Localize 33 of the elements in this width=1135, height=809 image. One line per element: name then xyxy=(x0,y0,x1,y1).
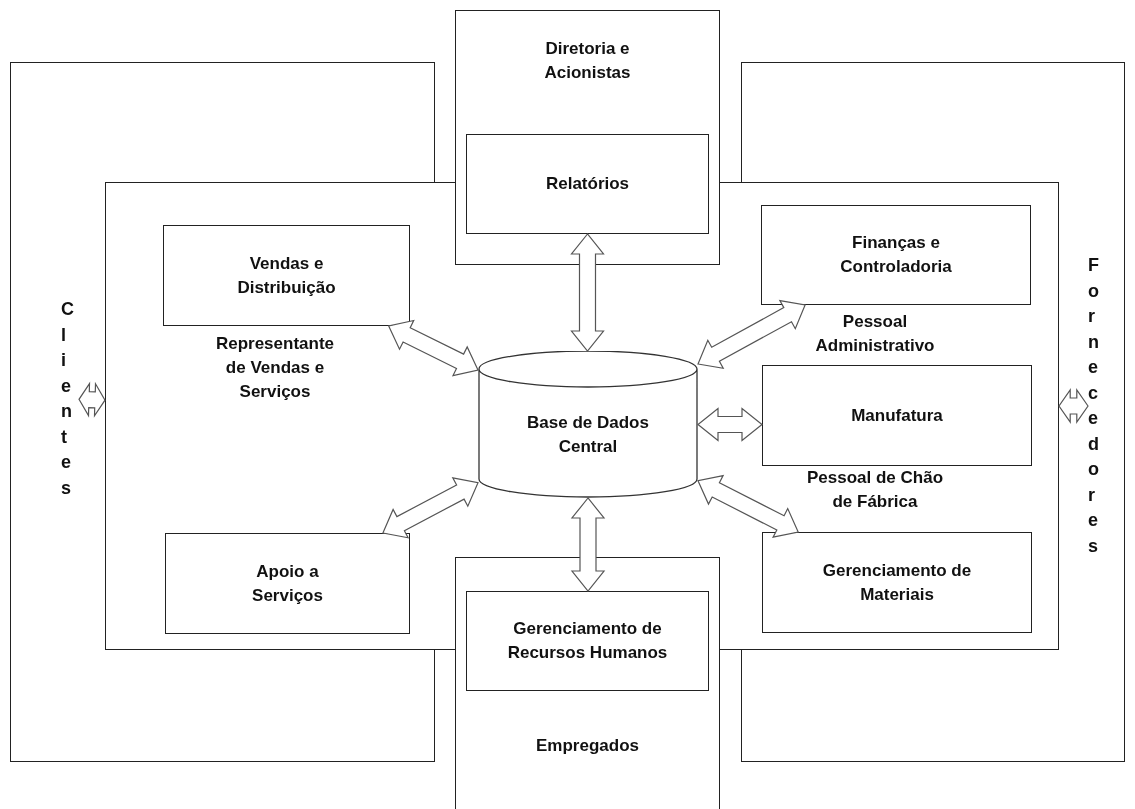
double-arrow xyxy=(78,381,106,418)
node-label: Apoio a Serviços xyxy=(251,560,324,607)
process-box xyxy=(455,10,720,265)
double-arrow xyxy=(382,477,479,539)
node-label: Vendas e Distribuição xyxy=(236,252,337,299)
process-box xyxy=(163,225,410,326)
double-arrow xyxy=(570,233,605,352)
node-label: Gerenciamento de Materiais xyxy=(822,559,972,606)
double-arrow xyxy=(697,299,806,370)
node-label: Gerenciamento de Recursos Humanos xyxy=(507,618,668,664)
area-label: Pessoal Administrativo xyxy=(814,311,936,357)
node-label: Diretoria e Acionistas xyxy=(543,38,632,84)
process-box xyxy=(762,532,1032,633)
double-arrow xyxy=(570,497,606,592)
process-box xyxy=(466,591,709,691)
process-box xyxy=(466,134,709,234)
area-label: Representante de Vendas e Serviços xyxy=(214,333,336,403)
process-box xyxy=(165,533,410,634)
node-label: Clientes xyxy=(61,298,79,500)
double-arrow xyxy=(1058,388,1089,424)
node-label: Empregados xyxy=(535,735,640,757)
area-label: Pessoal de Chão de Fábrica xyxy=(805,467,945,513)
node-label: Finanças e Controladoria xyxy=(839,232,953,278)
node-label: Manufatura xyxy=(850,404,944,427)
double-arrow xyxy=(387,319,479,377)
double-arrow xyxy=(697,474,800,538)
process-box xyxy=(455,557,720,809)
node-label: Fornecedores xyxy=(1088,254,1106,558)
process-box xyxy=(761,205,1031,305)
process-box xyxy=(762,365,1032,466)
double-arrow xyxy=(697,407,763,442)
node-label: Base de Dados Central xyxy=(526,411,650,458)
node-label: Relatórios xyxy=(544,173,631,195)
